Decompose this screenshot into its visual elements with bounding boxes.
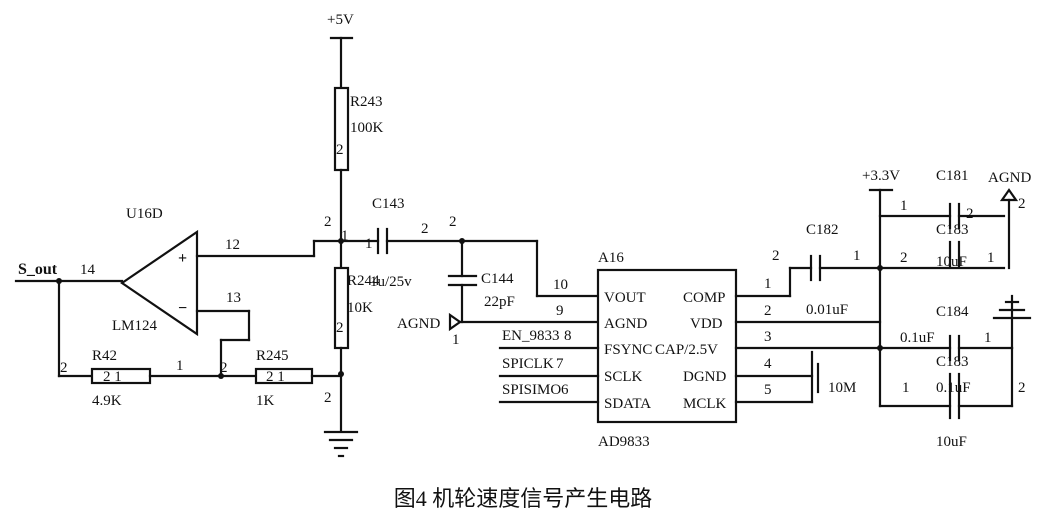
opamp-plus: + [178, 250, 187, 267]
r42-ref: R42 [92, 348, 117, 364]
chip-right-pin-num: 3 [764, 329, 772, 345]
chip-right-pin-num: 2 [764, 303, 772, 319]
chip-left-pin-net: SPICLK [502, 356, 554, 372]
c181-pin-a: 2 [966, 206, 974, 222]
c144-value: 22pF [484, 294, 515, 310]
chip-left-pin-net: EN_9833 [502, 328, 560, 344]
c181-pin-b: 1 [900, 198, 908, 214]
r42-pin-a: 2 [60, 360, 68, 376]
chip-right-pin-name: VDD [690, 316, 723, 332]
c144-ref: C144 [481, 271, 514, 287]
chip-right-pin-num: 5 [764, 382, 772, 398]
chip-right-pin-name: CAP/2.5V [655, 342, 718, 358]
chip-left-pin-name: FSYNC [604, 342, 652, 358]
opamp-pin-minus: 13 [226, 290, 241, 306]
agnd-right-label: AGND [988, 170, 1031, 186]
node-pin-n4: 2 [324, 390, 332, 406]
c183-pin-1: 1 [987, 250, 995, 266]
c144-pin: 1 [452, 332, 460, 348]
chip-left-pin-num: 7 [556, 356, 564, 372]
r244-ref: R244 [347, 273, 380, 289]
opamp-minus: − [178, 300, 187, 317]
c10m-value: 10M [828, 380, 856, 396]
chip-ad9833 [596, 268, 738, 424]
c185-ref: C183 [936, 354, 969, 370]
agnd-left-icon [448, 312, 462, 332]
c182-ref: C182 [806, 222, 839, 238]
chip-left-pin-num: 8 [564, 328, 572, 344]
c184-value: 0.1uF [900, 330, 935, 346]
r42-pin-b: 1 [176, 358, 184, 374]
opamp-pin-in: 14 [80, 262, 96, 278]
r42-mid: 2 1 [103, 369, 122, 385]
c181-value: 10uF [936, 254, 967, 270]
r42-value: 4.9K [92, 393, 122, 409]
r244-pin: 2 [336, 320, 344, 336]
node-pin-n3: 2 [220, 360, 228, 376]
c143-pin-a: 2 [421, 221, 429, 237]
opamp-pin-out: 12 [225, 237, 240, 253]
r243-ref: R243 [350, 94, 383, 110]
chip-right-pins: COMP 1 VDD 2 CAP/2.5V 3 DGND 4 MCLK 5 [655, 276, 882, 412]
c184-pin-b: 1 [984, 330, 992, 346]
vdd-pin-2: 2 [900, 250, 908, 266]
label-3v3: +3.3V [862, 168, 900, 184]
c143-ref: C143 [372, 196, 405, 212]
node-pin-n1: 1 [341, 228, 349, 244]
r245-ref: R245 [256, 348, 289, 364]
chip-left-pin-num: 10 [553, 277, 568, 293]
r243-value: 100K [350, 120, 384, 136]
c144-pin-top: 2 [449, 214, 457, 230]
c182-value: 0.01uF [806, 302, 848, 318]
c183-ref: C183 [936, 222, 969, 238]
agnd-left-label: AGND [397, 316, 440, 332]
chip-right-pin-name: COMP [683, 290, 726, 306]
c182-pin-a: 2 [772, 248, 780, 264]
opamp-ref: U16D [126, 206, 163, 222]
chip-left-pin-name: SCLK [604, 369, 643, 385]
node-pin-n2: 2 [324, 214, 332, 230]
chip-right-pin-num: 4 [764, 356, 772, 372]
chip-left-pin-net: SPISIMO [502, 382, 561, 398]
c186-value: 10uF [936, 434, 967, 450]
c182-pin-b: 1 [853, 248, 861, 264]
c185-pin-b: 2 [1018, 380, 1026, 396]
chip-left-pin-name: VOUT [604, 290, 646, 306]
chip-right-pin-name: MCLK [683, 396, 727, 412]
r245-value: 1K [256, 393, 275, 409]
label-5v: +5V [327, 12, 354, 28]
opamp-u16d [120, 229, 199, 337]
c143-value: 1u/25v [370, 274, 412, 290]
agnd-right-pin: 2 [1018, 196, 1026, 212]
chip-part: AD9833 [598, 434, 650, 450]
r245-mid: 2 1 [266, 369, 285, 385]
chip-left-pin-name: SDATA [604, 396, 651, 412]
c184-ref: C184 [936, 304, 969, 320]
r243-pin: 2 [336, 142, 344, 158]
chip-ref: A16 [598, 250, 624, 266]
c185-value: 0.1uF [936, 380, 971, 396]
chip-left-pin-num: 6 [561, 382, 569, 398]
c185-pin-a: 1 [902, 380, 910, 396]
agnd-right-icon [999, 188, 1019, 202]
chip-left-pin-num: 9 [556, 303, 564, 319]
chip-right-pin-name: DGND [683, 369, 726, 385]
chip-left-pins: 10 VOUT 9 AGND EN_9833 8 FSYNC SPICLK 7 … [498, 277, 652, 412]
c143-pin-b: 1 [365, 236, 373, 252]
r244-value: 10K [347, 300, 373, 316]
opamp-part: LM124 [112, 318, 158, 334]
c181-ref: C181 [936, 168, 969, 184]
signal-in-label: S_out [18, 261, 58, 278]
figure-caption: 图4 机轮速度信号产生电路 [394, 486, 653, 511]
chip-left-pin-name: AGND [604, 316, 647, 332]
chip-right-pin-num: 1 [764, 276, 772, 292]
